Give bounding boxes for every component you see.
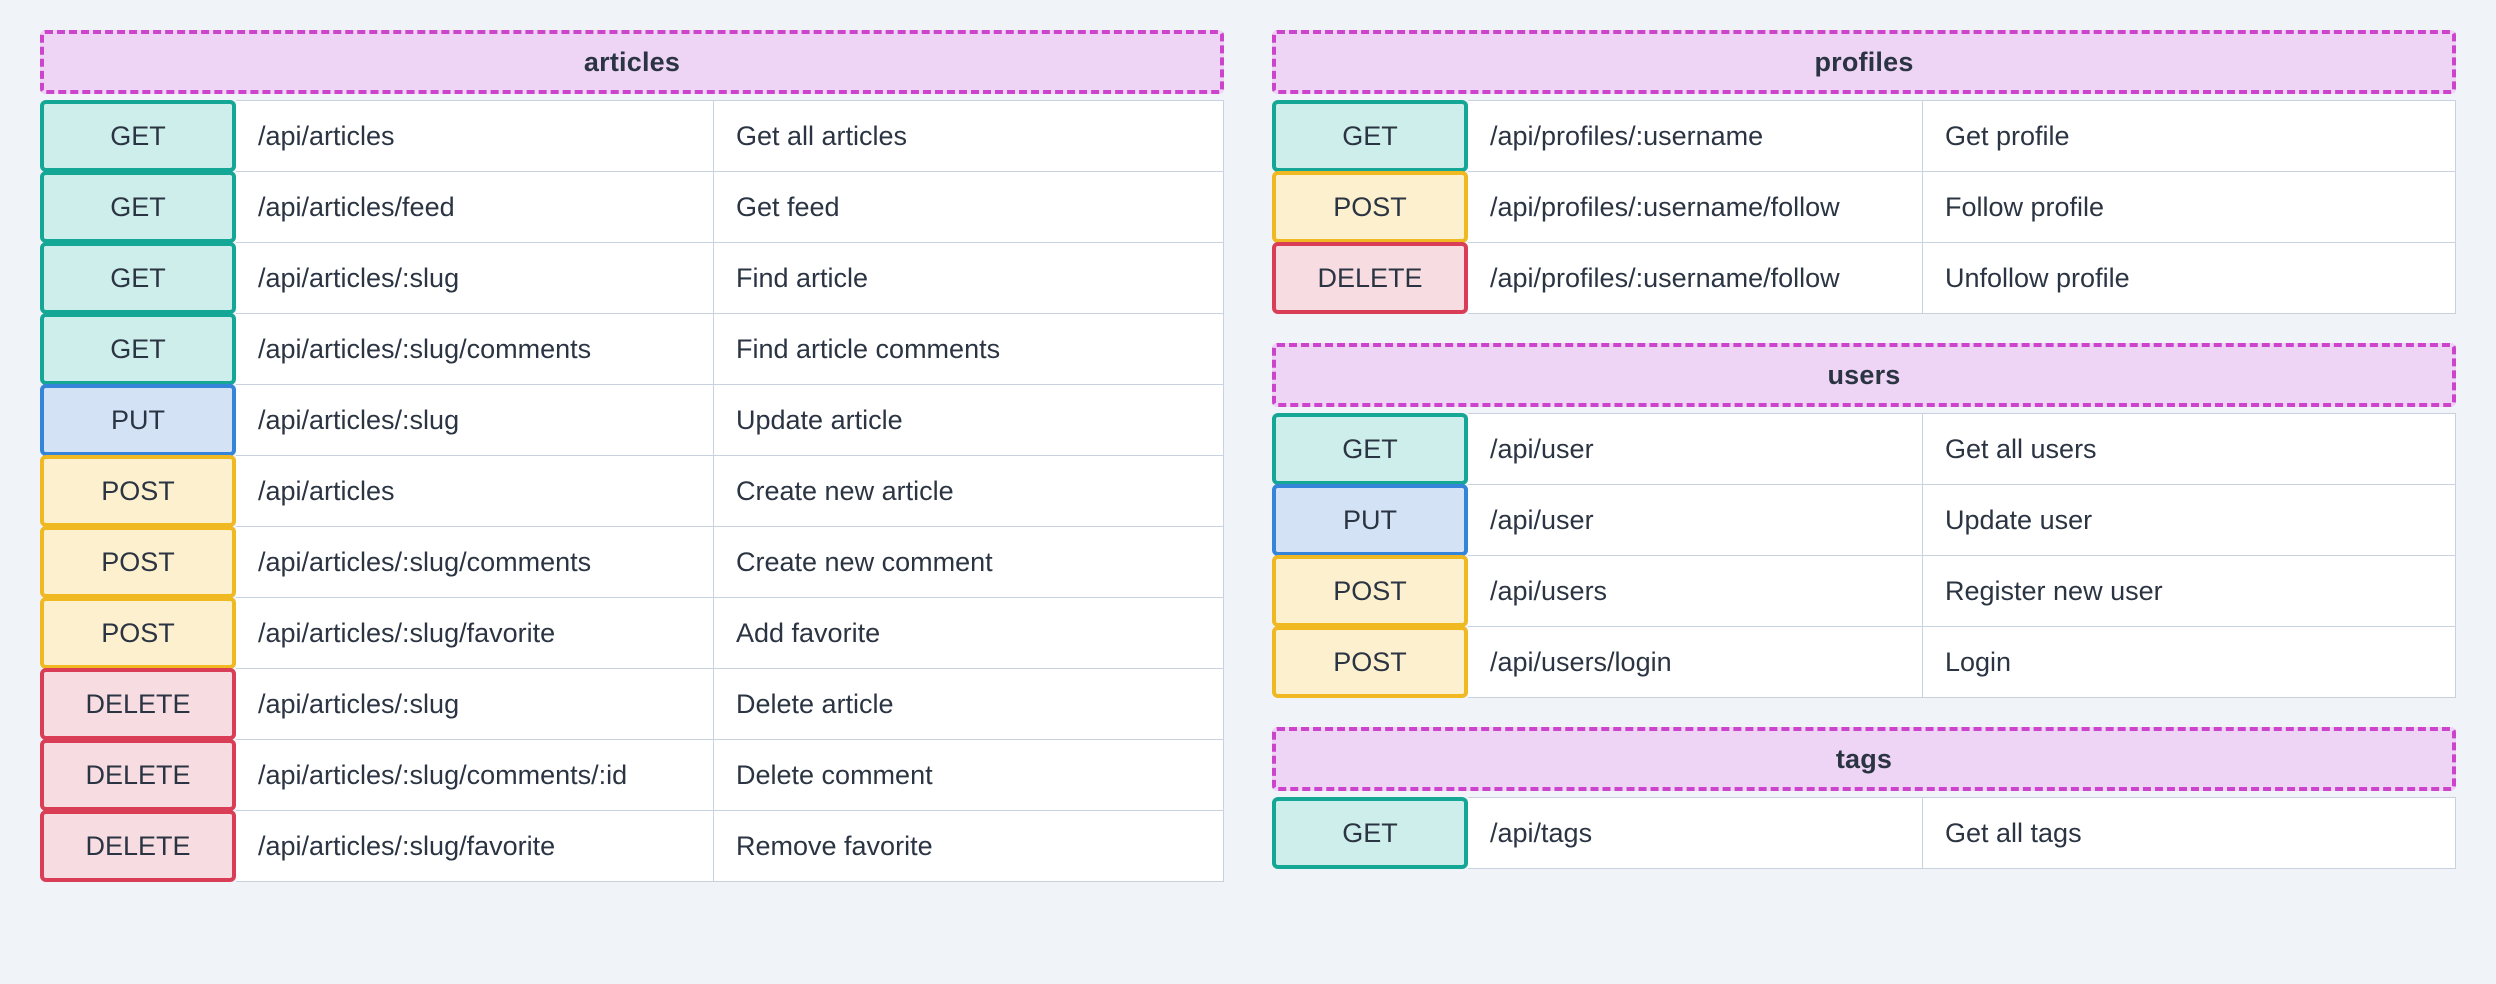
endpoint-path: /api/user [1468, 484, 1923, 556]
endpoint-description: Delete article [714, 668, 1224, 740]
endpoint-description: Update user [1923, 484, 2456, 556]
endpoint-description: Find article comments [714, 313, 1224, 385]
http-method-badge: POST [1272, 171, 1468, 243]
http-method-badge: POST [40, 455, 236, 527]
endpoint-path: /api/profiles/:username/follow [1468, 171, 1923, 243]
endpoint-path: /api/profiles/:username/follow [1468, 242, 1923, 314]
endpoint-description: Find article [714, 242, 1224, 314]
group-header-users: users [1272, 343, 2456, 407]
endpoint-path: /api/articles/:slug/comments [236, 313, 714, 385]
endpoint-path: /api/profiles/:username [1468, 100, 1923, 172]
http-method-badge: GET [1272, 797, 1468, 869]
http-method-badge: PUT [40, 384, 236, 456]
endpoint-description: Add favorite [714, 597, 1224, 669]
http-method-badge: PUT [1272, 484, 1468, 556]
endpoint-description: Login [1923, 626, 2456, 698]
http-method-badge: GET [40, 100, 236, 172]
http-method-badge: GET [1272, 413, 1468, 485]
endpoint-path: /api/articles [236, 100, 714, 172]
endpoint-path: /api/articles/:slug/comments/:id [236, 739, 714, 811]
http-method-badge: DELETE [40, 668, 236, 740]
group-title: profiles [1814, 46, 1914, 77]
endpoint-path: /api/articles/:slug/favorite [236, 597, 714, 669]
endpoint-path: /api/user [1468, 413, 1923, 485]
endpoint-description: Get profile [1923, 100, 2456, 172]
http-method-badge: GET [1272, 100, 1468, 172]
endpoint-description: Create new comment [714, 526, 1224, 598]
endpoint-path: /api/articles/:slug [236, 668, 714, 740]
group-header-articles: articles [40, 30, 1224, 94]
group-title: articles [583, 46, 681, 77]
endpoint-path: /api/articles/:slug [236, 384, 714, 456]
endpoint-path: /api/users [1468, 555, 1923, 627]
endpoint-description: Register new user [1923, 555, 2456, 627]
http-method-badge: POST [40, 526, 236, 598]
http-method-badge: DELETE [1272, 242, 1468, 314]
http-method-badge: DELETE [40, 739, 236, 811]
endpoint-path: /api/articles [236, 455, 714, 527]
endpoint-description: Get all tags [1923, 797, 2456, 869]
endpoint-description: Create new article [714, 455, 1224, 527]
endpoint-description: Unfollow profile [1923, 242, 2456, 314]
http-method-badge: DELETE [40, 810, 236, 882]
http-method-badge: POST [40, 597, 236, 669]
group-header-tags: tags [1272, 727, 2456, 791]
endpoint-path: /api/users/login [1468, 626, 1923, 698]
endpoint-path: /api/articles/feed [236, 171, 714, 243]
endpoint-description: Delete comment [714, 739, 1224, 811]
endpoint-description: Get all articles [714, 100, 1224, 172]
endpoint-description: Follow profile [1923, 171, 2456, 243]
http-method-badge: GET [40, 171, 236, 243]
endpoint-path: /api/articles/:slug/favorite [236, 810, 714, 882]
endpoint-description: Remove favorite [714, 810, 1224, 882]
endpoint-path: /api/articles/:slug/comments [236, 526, 714, 598]
group-header-profiles: profiles [1272, 30, 2456, 94]
http-method-badge: POST [1272, 555, 1468, 627]
http-method-badge: POST [1272, 626, 1468, 698]
endpoint-description: Update article [714, 384, 1224, 456]
endpoint-description: Get all users [1923, 413, 2456, 485]
group-title: users [1827, 359, 1901, 390]
group-title: tags [1835, 743, 1893, 774]
http-method-badge: GET [40, 313, 236, 385]
endpoint-path: /api/tags [1468, 797, 1923, 869]
endpoint-path: /api/articles/:slug [236, 242, 714, 314]
http-method-badge: GET [40, 242, 236, 314]
endpoint-description: Get feed [714, 171, 1224, 243]
